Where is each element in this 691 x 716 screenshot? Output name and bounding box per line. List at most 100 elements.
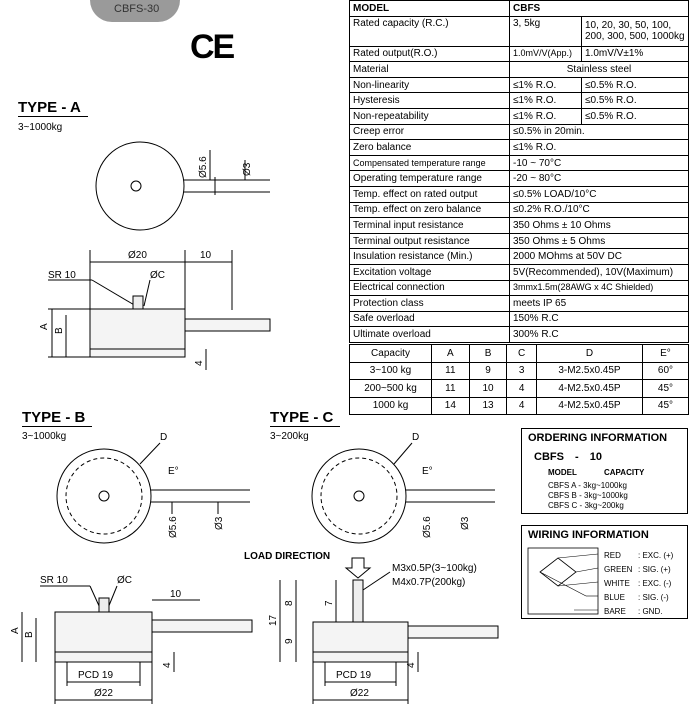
spec-row: Hysteresis ≤1% R.O. ≤0.5% R.O. [349, 92, 689, 109]
spec-table: MODEL CBFS Rated capacity (R.C.) 3, 5kg … [349, 0, 689, 343]
spec-row: Temp. effect on zero balance ≤0.2% R.O./… [349, 201, 689, 219]
type-c-dim-9: 9 [284, 638, 295, 644]
capacity-cell: 4-M2.5x0.45P [535, 379, 643, 398]
type-c-dim-d: D [412, 432, 419, 443]
capacity-header: D [535, 344, 643, 363]
type-b-dim-d: D [160, 432, 167, 443]
spec-value: -10 ~ 70°C [509, 154, 689, 172]
spec-key: Temp. effect on zero balance [349, 201, 510, 219]
spec-value: 350 Ohms ± 10 Ohms [509, 217, 689, 234]
capacity-row: 3~100 kg 11 9 3 3-M2.5x0.45P 60° [349, 361, 690, 380]
ordering-code-model: CBFS [534, 451, 564, 463]
spec-value: 3mmx1.5m(28AWG x 4C Shielded) [509, 279, 689, 297]
type-a-dim-b: B [54, 327, 65, 334]
type-c-dim-8: 8 [284, 600, 295, 606]
type-b-dim-b: B [24, 631, 35, 638]
type-c-dim-d56: Ø5.6 [422, 516, 433, 538]
ordering-line: CBFS B - 3kg~1000kg [548, 491, 628, 500]
spec-key: Rated output(R.O.) [349, 45, 510, 63]
type-a-dim-d20: Ø20 [128, 250, 147, 261]
load-direction-label: LOAD DIRECTION [244, 551, 331, 562]
spec-value: ≤0.2% R.O./10°C [509, 201, 689, 219]
type-c-dim-d3: Ø3 [460, 516, 471, 530]
type-b-title: TYPE - B [22, 409, 92, 427]
capacity-cell: 60° [641, 361, 690, 380]
spec-key: Ultimate overload [349, 326, 510, 343]
wire-signal: : EXC. (-) [638, 579, 672, 588]
capacity-header: B [468, 344, 508, 363]
spec-row: Insulation resistance (Min.) 2000 MOhms … [349, 248, 689, 265]
ordering-code-dash: - [575, 451, 579, 463]
ordering-line: CBFS A - 3kg~1000kg [548, 481, 627, 490]
capacity-cell: 10 [468, 379, 508, 398]
spec-row: Material Stainless steel [349, 61, 689, 78]
spec-row: Terminal input resistance 350 Ohms ± 10 … [349, 217, 689, 234]
type-a-dim-c: ØC [150, 270, 165, 281]
type-c-dim-4: 4 [406, 662, 417, 668]
type-b-drawing: D E° Ø5.6 Ø3 SR 10 ØC 10 A B 4 PCD 19 Ø2… [10, 432, 253, 704]
capacity-cell: 9 [468, 361, 508, 380]
wire-signal: : GND. [638, 607, 663, 616]
spec-key: Excitation voltage [349, 263, 510, 281]
spec-key: Protection class [349, 295, 510, 312]
ordering-line: CBFS C - 3kg~200kg [548, 501, 624, 510]
ordering-title: ORDERING INFORMATION [528, 432, 668, 444]
capacity-header: C [506, 344, 537, 363]
spec-value: 150% R.C [509, 310, 689, 328]
spec-row: Electrical connection 3mmx1.5m(28AWG x 4… [349, 279, 689, 297]
ce-mark: CE [190, 28, 235, 66]
type-c-thread-2: M4x0.7P(200kg) [392, 577, 466, 588]
ordering-code-capacity: 10 [589, 451, 602, 463]
type-c-dim-7: 7 [324, 600, 335, 606]
capacity-cell: 1000 kg [349, 396, 432, 415]
capacity-cell: 14 [431, 396, 470, 415]
spec-value: ≤1% R.O. [509, 139, 689, 156]
spec-value: Stainless steel [509, 61, 689, 78]
wiring-info-box: WIRING INFORMATION RED : EXC. (+) GREEN … [521, 525, 688, 619]
wire-color: BARE [604, 607, 626, 616]
type-a-dim-10: 10 [200, 250, 212, 261]
type-b-dim-e: E° [168, 466, 179, 477]
type-b-dim-d3: Ø3 [214, 516, 225, 530]
spec-row: Compensated temperature range -10 ~ 70°C [349, 154, 689, 172]
capacity-header-row: Capacity A B C D E° [349, 344, 690, 363]
capacity-cell: 4 [506, 379, 537, 398]
type-a-dim-a: A [39, 323, 50, 330]
capacity-header: A [431, 344, 470, 363]
spec-key: Non-linearity [349, 76, 510, 94]
type-a-range: 3~1000kg [18, 122, 63, 133]
spec-value: 5V(Recommended), 10V(Maximum) [509, 263, 689, 281]
type-c-thread-1: M3x0.5P(3~100kg) [392, 563, 477, 574]
spec-value-2: ≤0.5% R.O. [581, 92, 689, 109]
capacity-header: Capacity [349, 344, 432, 363]
type-c-pcd: PCD 19 [336, 670, 371, 681]
spec-key: Safe overload [349, 310, 510, 328]
spec-row: Safe overload 150% R.C [349, 310, 689, 328]
ordering-model-label: MODEL [548, 468, 577, 477]
capacity-row: 1000 kg 14 13 4 4-M2.5x0.45P 45° [349, 396, 690, 415]
spec-row: Terminal output resistance 350 Ohms ± 5 … [349, 232, 689, 250]
spec-value-1: ≤1% R.O. [509, 107, 582, 125]
type-c-dim-17: 17 [268, 614, 279, 626]
type-c-dim-d22: Ø22 [350, 688, 369, 699]
spec-row: Rated output(R.O.) 1.0mV/V(App.) 1.0mV/V… [349, 45, 689, 63]
capacity-row: 200~500 kg 11 10 4 4-M2.5x0.45P 45° [349, 379, 690, 398]
capacity-cell: 13 [468, 396, 508, 415]
wire-color: GREEN [604, 565, 633, 574]
spec-value: 300% R.C [509, 326, 689, 343]
spec-value-1: ≤1% R.O. [509, 92, 582, 109]
spec-key: Hysteresis [349, 92, 510, 109]
spec-value: ≤0.5% LOAD/10°C [509, 185, 689, 203]
type-c-drawing: D E° Ø5.6 Ø3 17 8 9 7 4 PCD 19 Ø22 [268, 432, 499, 704]
ordering-capacity-label: CAPACITY [604, 468, 645, 477]
spec-key: Compensated temperature range [349, 154, 510, 172]
type-a-dim-4: 4 [194, 360, 205, 366]
type-a-drawing: Ø5.6 Ø3 Ø20 10 SR 10 ØC A B 4 [39, 141, 271, 370]
spec-value-1: 1.0mV/V(App.) [509, 45, 582, 63]
spec-key: Creep error [349, 123, 510, 141]
wiring-title: WIRING INFORMATION [528, 529, 649, 541]
capacity-table: Capacity A B C D E° 3~100 kg 11 9 3 3-M2… [349, 344, 690, 415]
spec-key: Operating temperature range [349, 170, 510, 187]
type-b-dim-c: ØC [117, 575, 132, 586]
spec-model-value: CBFS [509, 0, 689, 17]
